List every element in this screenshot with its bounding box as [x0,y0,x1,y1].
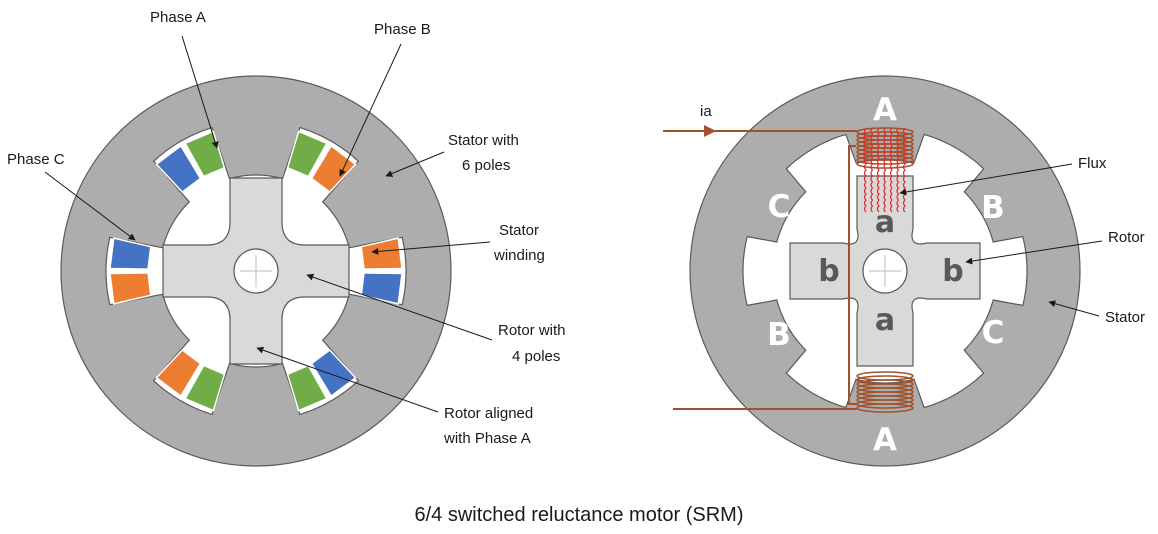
stator-pole-lower-left: B [767,317,791,353]
flux-line [863,127,867,213]
left-rotor [162,177,350,365]
winding-phase-c [155,145,202,193]
rotor-aligned-label-line2: with Phase A [443,430,531,447]
winding-phase-c [310,349,357,397]
coil-wiring [663,125,857,410]
rotor-poles-arrow [306,273,493,341]
stator-pole-bottom: A [873,422,897,458]
winding-phase-c [109,237,152,270]
stator-winding-arrow [371,241,491,255]
stator-winding-label-line1: Stator [499,222,539,239]
phase-a-arrow [181,35,219,149]
current-direction-arrow [704,125,716,137]
phase-a-bottom-coil [856,371,914,413]
stator-pole-upper-left: C [768,189,791,225]
stator-pole-lower-right: C [982,315,1005,351]
rotor-pole-right: b [942,254,963,289]
winding-phase-a [286,364,328,412]
flux-line [883,127,887,213]
flux-arrow [899,163,1073,196]
stator-pole-upper-right: B [981,190,1005,226]
stator-body [60,75,452,467]
stator-poles-label-line1: Stator with [448,132,519,149]
return-wire [848,145,857,405]
rotor-poles-label-line2: 4 poles [512,348,560,365]
stator-poles-label-line2: 6 poles [462,157,510,174]
flux-label: Flux [1078,155,1107,172]
winding-phase-b [360,237,403,270]
rotor-arrow [965,240,1103,265]
winding-phase-b [155,349,202,397]
right-motor: A A C B B C a a b b [663,75,1081,467]
phase-c-label: Phase C [7,151,65,168]
rotor-label: Rotor [1108,229,1145,246]
left-motor [60,75,452,467]
flux-line [889,127,893,213]
figure-caption: 6/4 switched reluctance motor (SRM) [414,504,743,526]
winding-phase-a [184,364,226,412]
left-callouts: Phase A Phase B Phase C Stator with 6 po… [7,9,566,447]
rotor-pole-left: b [818,254,839,289]
winding-phase-c [360,272,403,305]
flux-line [902,127,906,213]
right-stator [689,75,1081,467]
winding-phase-a [286,130,328,178]
stator-poles-arrow [385,151,445,177]
stator-body [689,75,1081,467]
coil-turn [856,159,914,169]
stator-arrow [1048,300,1100,317]
winding-phase-b [109,272,152,305]
rotor-poles-label-line1: Rotor with [498,322,566,339]
phase-c-arrow [44,171,136,241]
current-label: ia [700,103,712,120]
flux-line [896,127,900,213]
rotor-pole-top: a [875,205,895,240]
phase-a-label: Phase A [150,9,206,26]
left-windings [109,130,403,412]
flux-line [876,127,880,213]
stator-label: Stator [1105,309,1145,326]
rotor-pole-bottom: a [875,303,895,338]
rotor-aligned-label-line1: Rotor aligned [444,405,533,422]
flux-line [870,127,874,213]
flux-lines [863,127,906,213]
rotor-aligned-arrow [256,346,439,413]
phase-b-label: Phase B [374,21,431,38]
right-callouts: ia Flux Rotor Stator [700,103,1145,326]
winding-phase-b [310,145,357,193]
stator-winding-label-line2: winding [493,247,545,264]
stator-pole-top: A [873,92,897,128]
phase-b-arrow [339,43,402,177]
